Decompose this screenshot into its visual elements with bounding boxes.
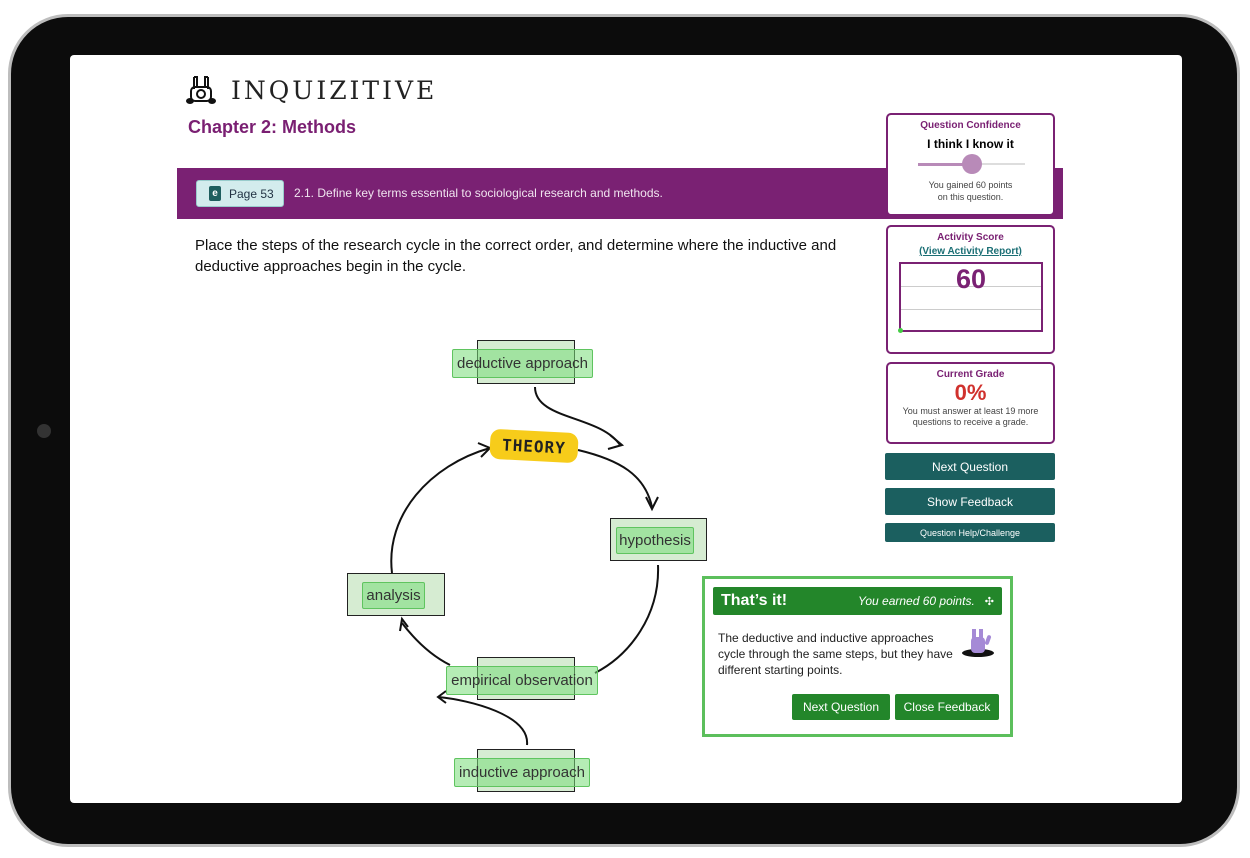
deductive-approach-label[interactable]: deductive approach (452, 349, 593, 378)
ebook-page-button[interactable]: e Page 53 (196, 180, 284, 207)
activity-chart: 60 (898, 262, 1043, 333)
activity-score-value: 60 (955, 264, 987, 294)
feedback-panel: That’s it! You earned 60 points. ✣ The d… (702, 576, 1013, 737)
empirical-observation-label[interactable]: empirical observation (446, 666, 598, 695)
view-activity-report-link[interactable]: (View Activity Report) (919, 246, 1022, 257)
confidence-title: Question Confidence (920, 120, 1021, 131)
arrow-analysis-theory (390, 447, 491, 574)
show-feedback-button[interactable]: Show Feedback (885, 488, 1055, 515)
next-question-button[interactable]: Next Question (885, 453, 1055, 480)
ebook-icon: e (209, 186, 221, 201)
camera-dot (37, 424, 51, 438)
question-confidence-card: Question Confidence I think I know it Yo… (886, 113, 1055, 216)
feedback-body: The deductive and inductive approaches c… (718, 631, 953, 677)
chapter-title: Chapter 2: Methods (188, 117, 357, 137)
arrow-inductive-empirical (437, 696, 529, 746)
bunny-mascot-icon (962, 629, 994, 657)
arrow-hypothesis-empirical (594, 564, 660, 674)
inductive-approach-label[interactable]: inductive approach (454, 758, 590, 787)
move-icon[interactable]: ✣ (984, 595, 994, 608)
cycle-arrows (390, 386, 660, 746)
arrow-theory-hypothesis (577, 449, 653, 508)
grade-title: Current Grade (936, 369, 1005, 380)
page-label: Page 53 (229, 186, 274, 201)
logo-text: INQUIZITIVE (231, 75, 438, 105)
feedback-header: That’s it! You earned 60 points. ✣ (713, 587, 1002, 615)
hypothesis-label[interactable]: hypothesis (616, 527, 694, 554)
theory-label: THEORY (489, 428, 579, 464)
question-help-button[interactable]: Question Help/Challenge (885, 523, 1055, 542)
feedback-title: That’s it! (721, 592, 788, 609)
close-feedback-button[interactable]: Close Feedback (895, 694, 999, 720)
logo: INQUIZITIVE (185, 75, 437, 105)
activity-title: Activity Score (937, 232, 1004, 243)
learning-objective: 2.1. Define key terms essential to socio… (294, 186, 663, 200)
bunny-logo-icon (186, 76, 216, 104)
confidence-note: You gained 60 points (928, 180, 1013, 190)
points-earned: You earned 60 points. (858, 594, 975, 608)
confidence-level: I think I know it (927, 137, 1014, 151)
activity-score-card: Activity Score (View Activity Report) 60 (886, 225, 1055, 354)
confidence-slider[interactable] (918, 154, 1025, 174)
confidence-note-2: on this question. (937, 192, 1004, 202)
grade-value: 0% (954, 380, 987, 405)
feedback-next-question-button[interactable]: Next Question (792, 694, 890, 720)
score-point (898, 328, 903, 333)
slider-thumb[interactable] (961, 154, 982, 174)
arrow-empirical-analysis (401, 622, 451, 666)
grade-note: You must answer at least 19 more (902, 406, 1039, 416)
question-text: Place the steps of the research cycle in… (195, 237, 837, 275)
current-grade-card: Current Grade 0% You must answer at leas… (886, 362, 1055, 444)
grade-note-2: questions to receive a grade. (912, 417, 1029, 427)
analysis-label[interactable]: analysis (362, 582, 425, 609)
